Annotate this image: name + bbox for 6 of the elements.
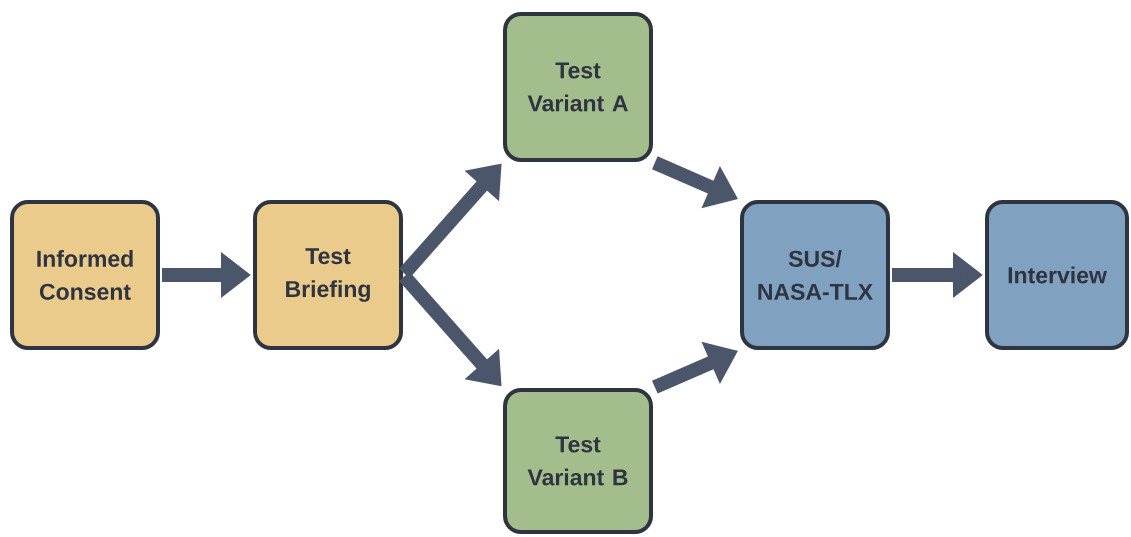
process-box: SUS/ NASA-TLX — [740, 200, 890, 350]
process-box: Test Variant B — [503, 388, 653, 534]
process-box: Informed Consent — [10, 200, 160, 350]
process-box: Interview — [985, 200, 1129, 350]
process-box: Test Briefing — [253, 200, 403, 350]
process-box: Test Variant A — [503, 12, 653, 162]
